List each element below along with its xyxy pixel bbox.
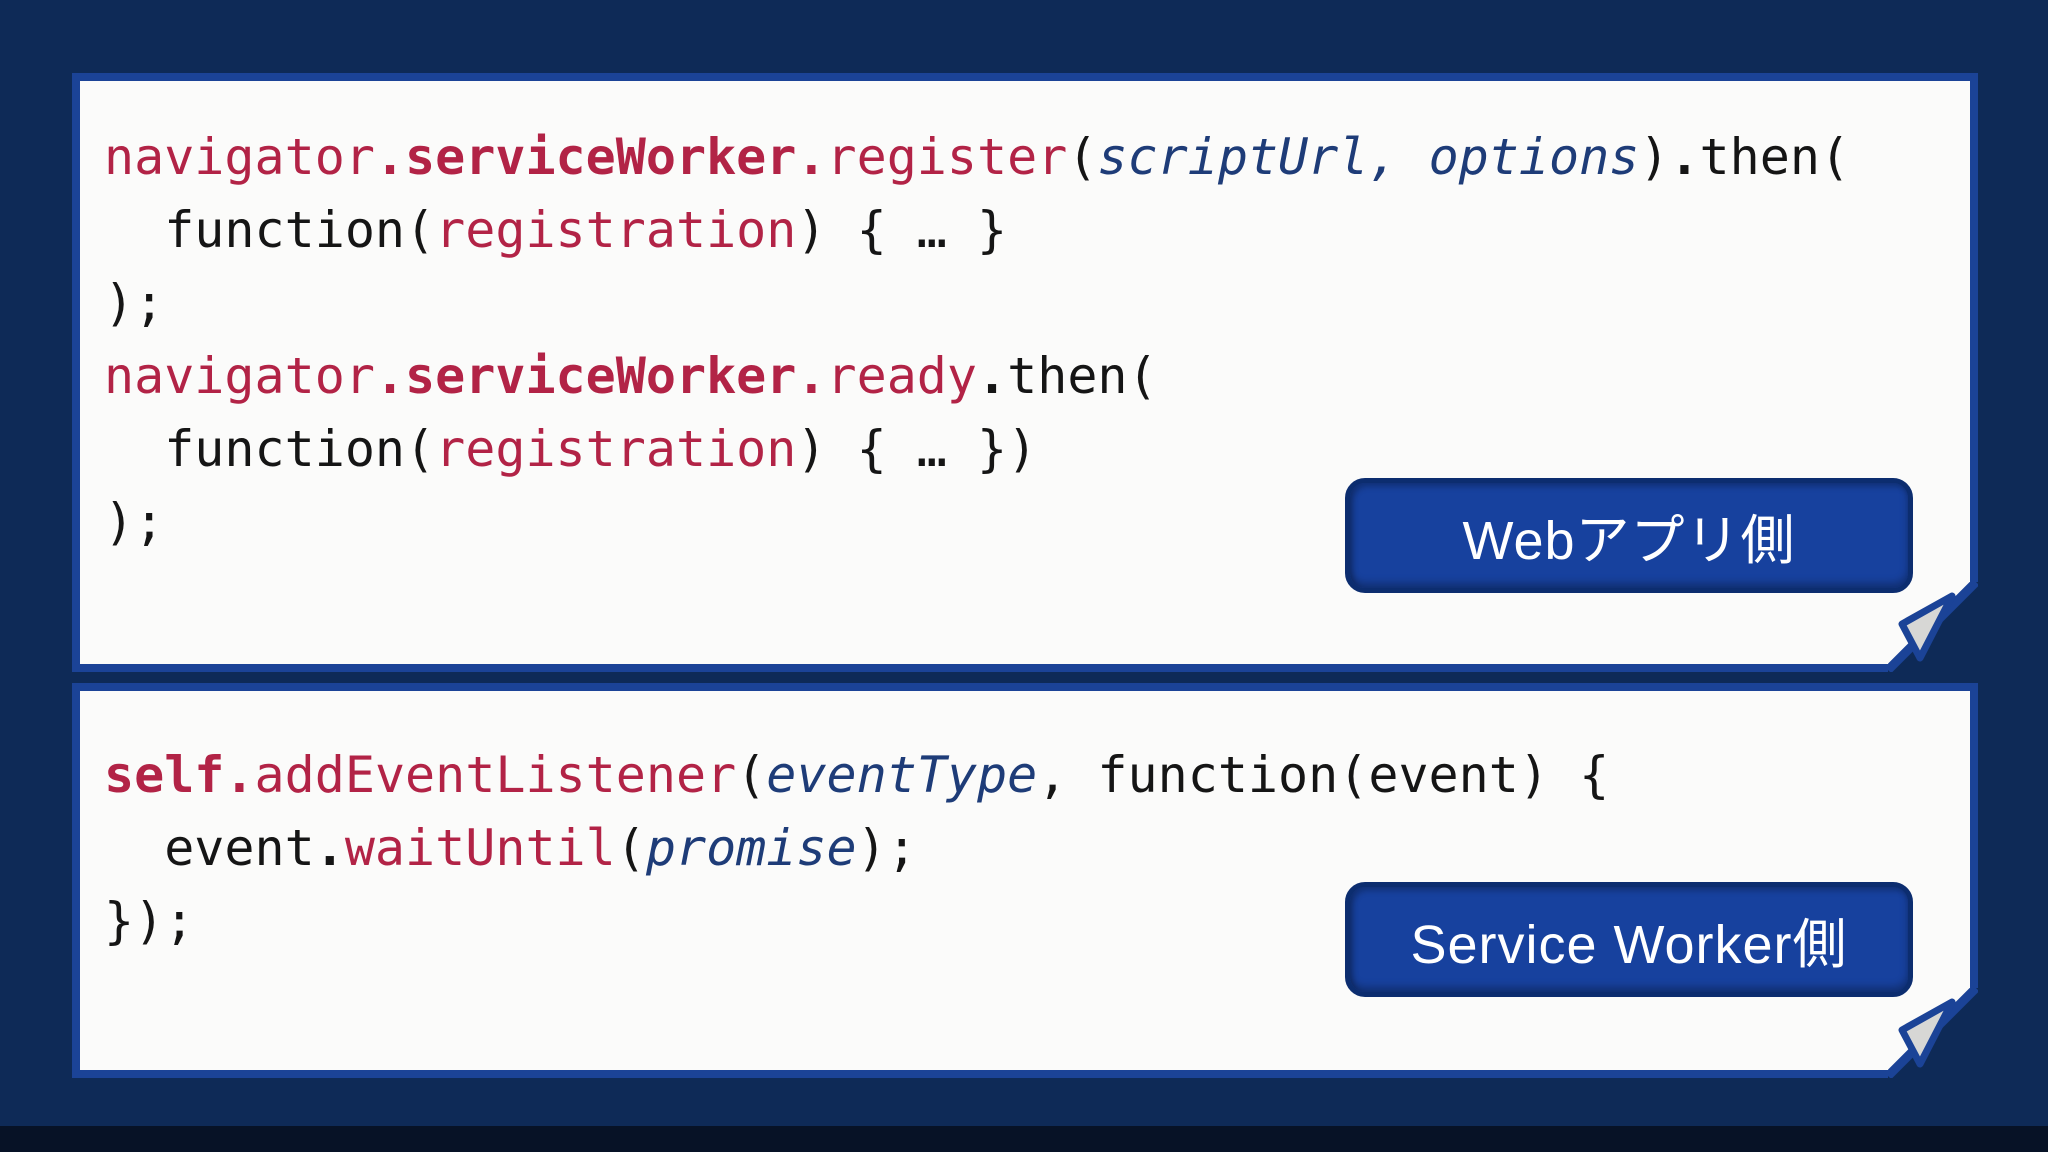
- code-segment: (: [615, 819, 646, 877]
- code-segment: .: [977, 347, 1008, 405]
- code-line: function(registration) { … }: [104, 194, 1970, 267]
- code-segment: event: [104, 819, 315, 877]
- slide-bottom-edge: [0, 1126, 2048, 1152]
- code-segment: registration: [435, 420, 797, 478]
- code-segment: ready: [826, 347, 978, 405]
- code-segment: );: [856, 819, 917, 877]
- code-segment: (: [736, 746, 767, 804]
- code-segment: scriptUrl, options: [1097, 128, 1640, 186]
- code-line: );: [104, 486, 1970, 559]
- code-segment: then(: [1699, 128, 1851, 186]
- code-segment: .: [1669, 128, 1700, 186]
- code-block-serviceworker: self.addEventListener(eventType, functio…: [80, 691, 1970, 958]
- code-segment: registration: [435, 201, 797, 259]
- code-line: event.waitUntil(promise);: [104, 812, 1970, 885]
- code-line: );: [104, 267, 1970, 340]
- code-segment: serviceWorker: [405, 347, 797, 405]
- code-segment: (: [1067, 128, 1098, 186]
- code-segment: waitUntil: [344, 819, 616, 877]
- code-segment: addEventListener: [254, 746, 737, 804]
- folded-corner-icon: [1888, 988, 1978, 1078]
- code-segment: .: [314, 819, 345, 877]
- webapp-side-badge: Webアプリ側: [1345, 478, 1913, 593]
- code-segment: ): [1639, 128, 1670, 186]
- code-segment: .: [796, 347, 827, 405]
- code-segment: navigator: [104, 347, 375, 405]
- code-panel-webapp: navigator.serviceWorker.register(scriptU…: [72, 73, 1978, 672]
- code-segment: promise: [645, 819, 857, 877]
- code-line: navigator.serviceWorker.ready.then(: [104, 340, 1970, 413]
- code-segment: .: [374, 128, 406, 186]
- code-segment: serviceWorker: [405, 128, 797, 186]
- code-line: navigator.serviceWorker.register(scriptU…: [104, 121, 1970, 194]
- code-segment: navigator: [104, 128, 375, 186]
- code-segment: .: [796, 128, 827, 186]
- code-segment: register: [826, 128, 1068, 186]
- folded-corner-icon: [1888, 582, 1978, 672]
- code-line: });: [104, 885, 1970, 958]
- code-segment: ) { … }): [796, 420, 1038, 478]
- code-segment: .: [374, 347, 406, 405]
- code-segment: self: [104, 746, 225, 804]
- code-segment: then(: [1007, 347, 1158, 405]
- code-segment: );: [104, 493, 165, 551]
- code-segment: eventType: [766, 746, 1038, 804]
- code-segment: .: [224, 746, 255, 804]
- code-segment: });: [104, 892, 195, 950]
- code-segment: function(: [104, 201, 436, 259]
- webapp-side-badge-label: Webアプリ側: [1462, 511, 1796, 571]
- code-segment: , function(event) {: [1037, 746, 1610, 804]
- code-block-webapp: navigator.serviceWorker.register(scriptU…: [80, 81, 1970, 559]
- code-line: self.addEventListener(eventType, functio…: [104, 739, 1970, 812]
- code-segment: function(: [104, 420, 436, 478]
- code-line: function(registration) { … }): [104, 413, 1970, 486]
- code-segment: );: [104, 274, 165, 332]
- serviceworker-side-badge: Service Worker側: [1345, 882, 1913, 997]
- serviceworker-side-badge-label: Service Worker側: [1410, 915, 1848, 975]
- code-panel-serviceworker: self.addEventListener(eventType, functio…: [72, 683, 1978, 1078]
- code-segment: ) { … }: [796, 201, 1008, 259]
